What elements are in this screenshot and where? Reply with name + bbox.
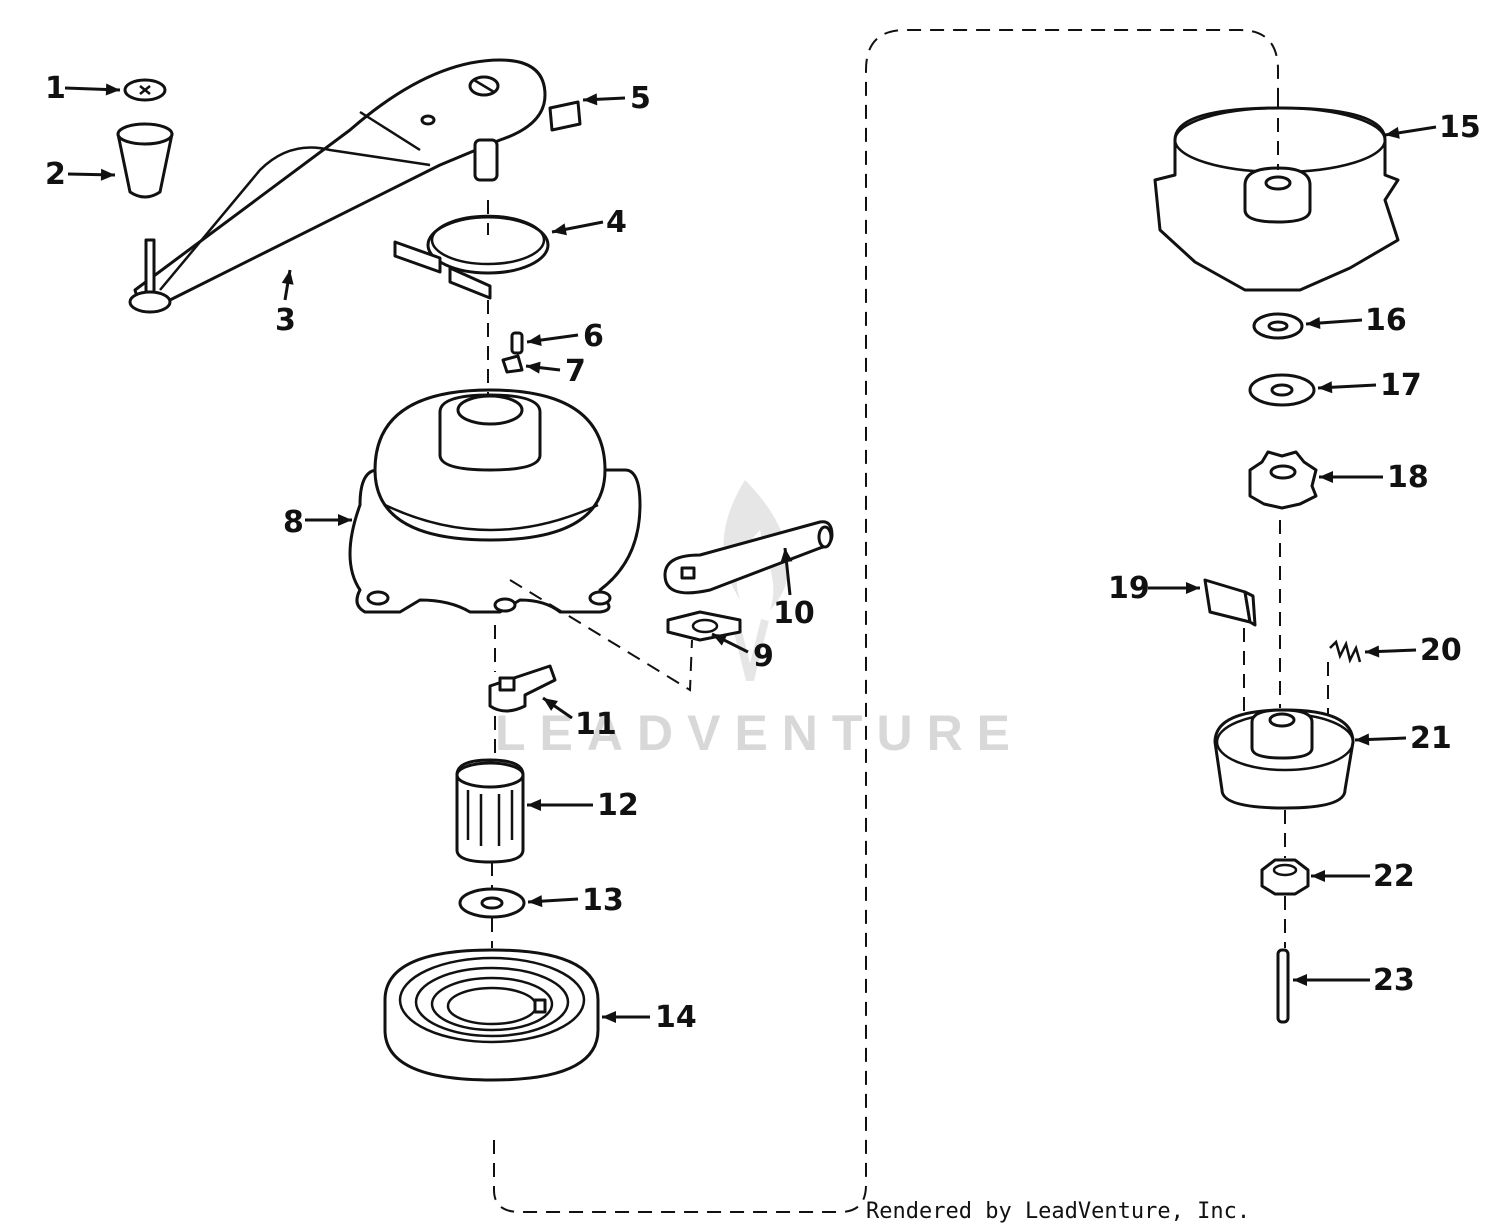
- arrowhead-12: [527, 799, 541, 811]
- part-21-drum: [1213, 708, 1355, 810]
- part-11-cam: [488, 664, 557, 713]
- callouts: 1 2 3 4 5 6 7 8 9 10 11 12 13 14 15 16 1…: [45, 71, 1481, 1035]
- callout-23: 23: [1373, 963, 1415, 998]
- arrowhead-19: [1186, 582, 1200, 594]
- part-6-pin: [510, 331, 524, 355]
- arrowhead-10: [780, 548, 793, 563]
- part-10-lever: [663, 520, 834, 595]
- callout-14: 14: [655, 1000, 697, 1035]
- watermark-text: LEADVENTURE: [495, 705, 1024, 761]
- part-20-spring: [1329, 639, 1362, 664]
- part-5-plate: [548, 100, 582, 132]
- part-12-drum: [455, 758, 525, 864]
- callout-2: 2: [45, 157, 66, 192]
- arrowhead-15: [1385, 126, 1400, 139]
- part-14-recoil-spring: [383, 948, 600, 1082]
- arrowhead-6: [527, 334, 542, 347]
- part-7-spring-clip: [501, 354, 524, 374]
- arrowhead-2: [100, 168, 115, 181]
- watermark: LEADVENTURE: [495, 480, 1024, 761]
- part-4-clip: [393, 214, 550, 300]
- part-16-washer: [1252, 312, 1304, 340]
- part-8-housing: [348, 388, 642, 614]
- arrowhead-3: [281, 270, 294, 285]
- arrowhead-20: [1365, 645, 1380, 658]
- arrowhead-18: [1319, 471, 1333, 483]
- part-1-screw: [123, 78, 167, 102]
- arrowhead-4: [552, 223, 567, 236]
- part-9-plate: [666, 610, 742, 642]
- callout-22: 22: [1373, 859, 1415, 894]
- arrowhead-16: [1306, 317, 1321, 329]
- callout-18: 18: [1387, 460, 1429, 495]
- arrowhead-23: [1293, 974, 1307, 986]
- arrowhead-14: [602, 1011, 616, 1023]
- callout-11: 11: [575, 707, 617, 742]
- part-15-pulley: [1153, 106, 1400, 292]
- callout-8: 8: [283, 505, 304, 540]
- callout-21: 21: [1410, 721, 1452, 756]
- arrowhead-9: [712, 634, 728, 646]
- assembly-axes: [487, 95, 1329, 948]
- part-23-pin: [1276, 948, 1290, 1024]
- arrowhead-7: [526, 361, 541, 374]
- callout-10: 10: [773, 596, 815, 631]
- assembly-leader-loop: [493, 29, 1279, 1213]
- part-2-knob: [116, 122, 174, 199]
- part-3-lever-arm: [128, 58, 547, 314]
- arrowhead-1: [105, 83, 120, 96]
- arrowhead-5: [583, 93, 598, 106]
- callout-12: 12: [597, 788, 639, 823]
- part-22-nut: [1260, 858, 1310, 896]
- part-13-washer: [458, 887, 526, 919]
- arrowhead-17: [1318, 381, 1333, 394]
- arrowhead-8: [338, 514, 352, 526]
- callout-15: 15: [1439, 110, 1481, 145]
- callout-13: 13: [582, 883, 624, 918]
- arrowhead-11: [543, 698, 558, 711]
- part-18-hub: [1248, 450, 1318, 510]
- arrowhead-22: [1311, 870, 1325, 882]
- callout-4: 4: [606, 205, 627, 240]
- callout-7: 7: [565, 354, 586, 389]
- callout-6: 6: [583, 319, 604, 354]
- callout-5: 5: [630, 81, 651, 116]
- callout-16: 16: [1365, 303, 1407, 338]
- render-credit: Rendered by LeadVenture, Inc.: [866, 1199, 1250, 1224]
- callout-17: 17: [1380, 368, 1422, 403]
- leader-arrows: [64, 83, 1437, 1023]
- callout-3: 3: [275, 303, 296, 338]
- callout-19: 19: [1108, 571, 1150, 606]
- part-17-washer: [1248, 373, 1316, 407]
- callout-9: 9: [753, 639, 774, 674]
- callout-20: 20: [1420, 633, 1462, 668]
- part-19-pawl: [1203, 578, 1257, 627]
- arrowhead-13: [528, 895, 543, 908]
- callout-1: 1: [45, 71, 66, 106]
- arrowhead-21: [1355, 733, 1370, 746]
